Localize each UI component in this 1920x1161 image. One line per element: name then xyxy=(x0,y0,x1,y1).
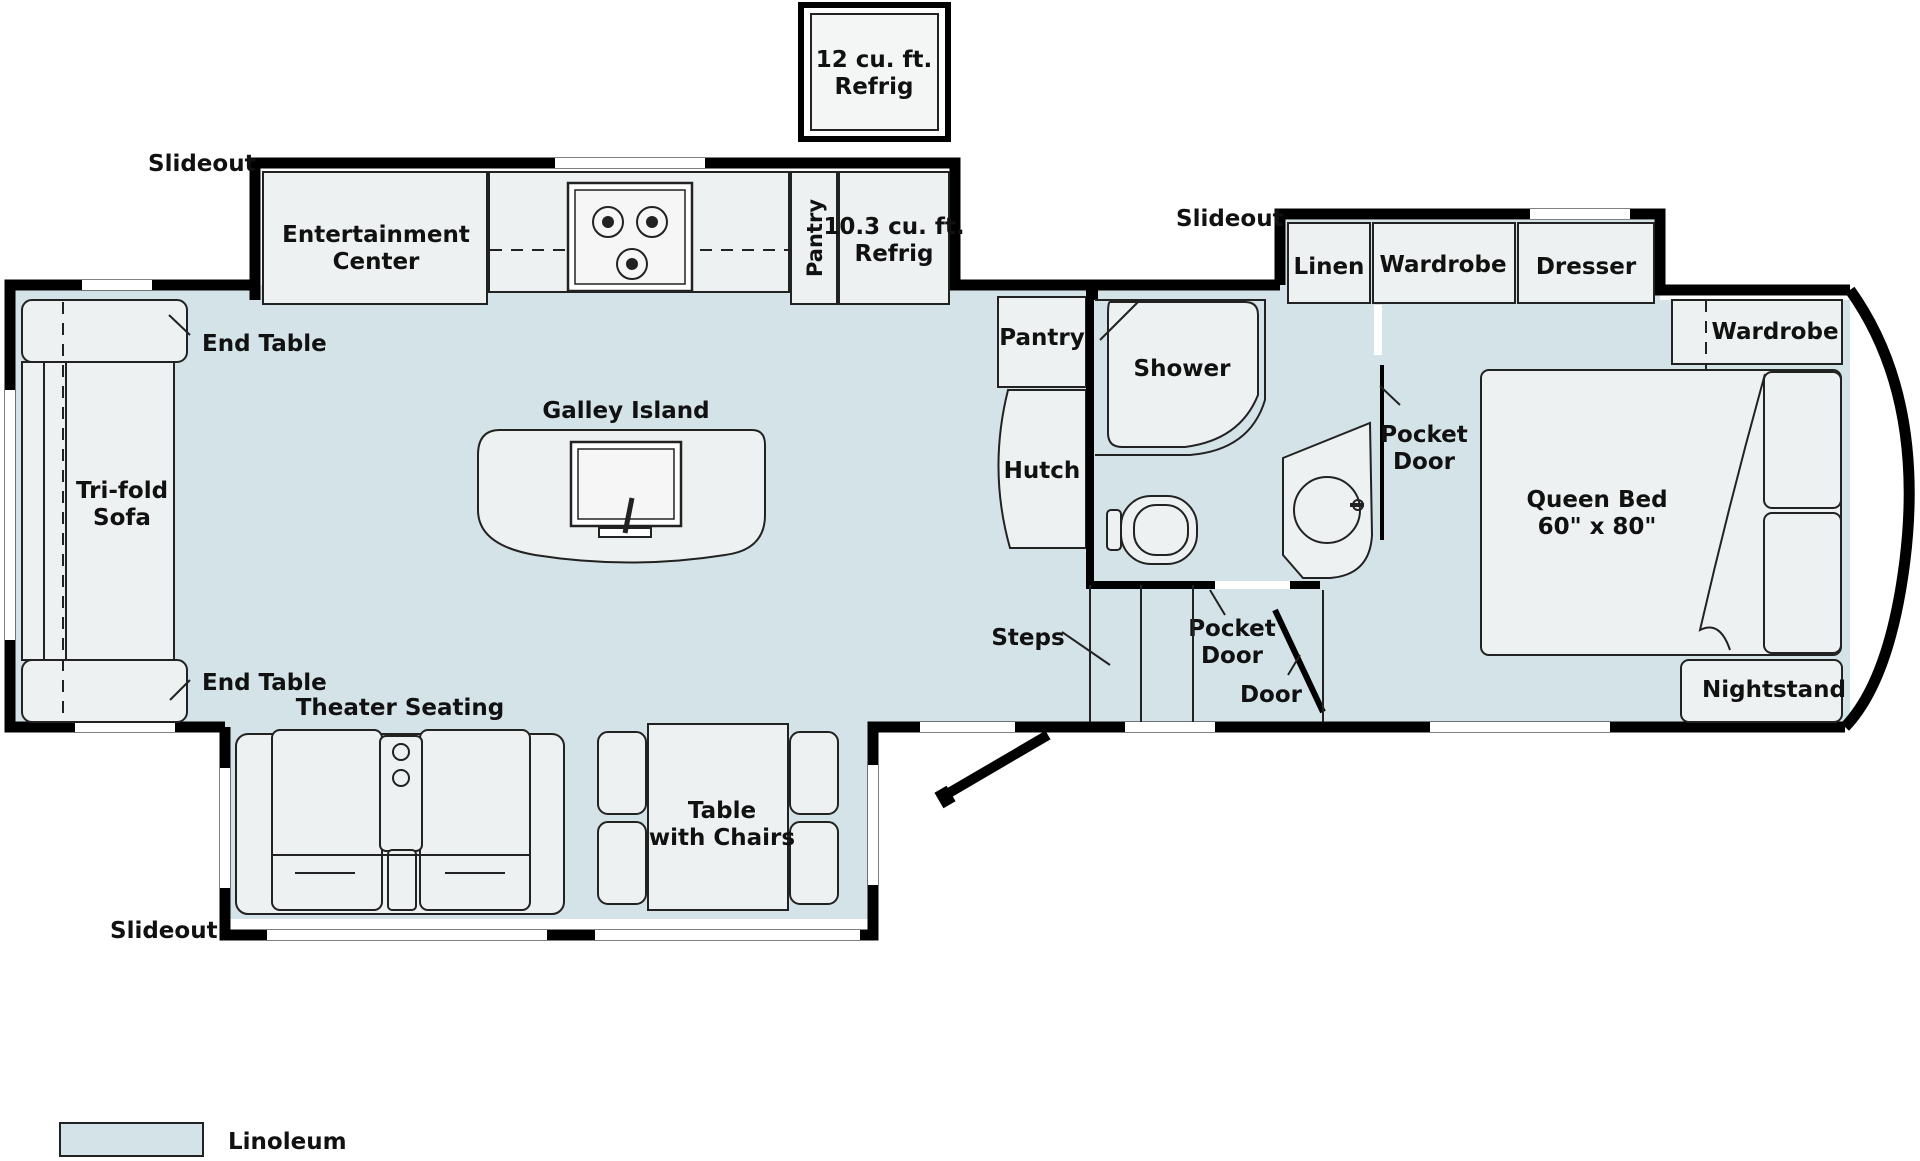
entertainment-center-line1: Entertainment xyxy=(282,222,470,248)
entry-door[interactable] xyxy=(939,730,1051,802)
steps: Steps xyxy=(991,585,1194,722)
wall-bath-slideout xyxy=(1274,208,1850,296)
pocket-door-bottom-line2: Door xyxy=(1201,643,1264,669)
pocket-door-top-line2: Door xyxy=(1393,449,1456,475)
nightstand: Nightstand xyxy=(1680,659,1846,723)
linen-label: Linen xyxy=(1294,254,1365,280)
queen-bed-line2: 60" x 80" xyxy=(1538,514,1657,540)
pantry-label: Pantry xyxy=(999,325,1084,351)
queen-bed-line1: Queen Bed xyxy=(1526,487,1667,513)
legend-label-linoleum: Linoleum xyxy=(228,1129,347,1155)
refrig-outside-line2: Refrig xyxy=(834,74,913,100)
hutch-label: Hutch xyxy=(1004,458,1081,484)
outside-refrigerator: 12 cu. ft. Refrig xyxy=(798,2,951,142)
toilet-icon xyxy=(1106,495,1198,565)
slideout-top-right-label: Slideout xyxy=(1176,206,1284,232)
refrig-inside-line2: Refrig xyxy=(854,241,933,267)
table-line2: with Chairs xyxy=(649,825,795,851)
table-with-chairs: Table with Chairs xyxy=(597,723,839,911)
theater-seating-label: Theater Seating xyxy=(296,695,505,721)
bathroom: Shower xyxy=(1086,290,1384,589)
tri-fold-sofa: Tri-fold Sofa xyxy=(21,299,188,723)
pocket-door-bottom-line1: Pocket xyxy=(1188,616,1276,642)
entry-door-end xyxy=(934,785,956,809)
wall-top-slideout xyxy=(249,157,1280,300)
steps-label: Steps xyxy=(991,625,1064,651)
galley-counter: Entertainment Center Pantry 10.3 cu. ft.… xyxy=(262,171,965,305)
wall-front-cap xyxy=(1840,286,1915,731)
refrig-outside-line1: 12 cu. ft. xyxy=(816,47,933,73)
wardrobe-front-label: Wardrobe xyxy=(1711,319,1838,345)
vanity-sink-icon xyxy=(1282,421,1374,579)
entertainment-center-line2: Center xyxy=(333,249,420,275)
dresser-label: Dresser xyxy=(1536,254,1637,280)
pantry-vertical-label: Pantry xyxy=(803,199,827,277)
legend: Linoleum xyxy=(59,1122,347,1157)
sofa-line1: Tri-fold xyxy=(76,478,168,504)
wardrobe-slide-label: Wardrobe xyxy=(1379,252,1506,278)
galley-island-label: Galley Island xyxy=(542,398,709,424)
theater-seating: Theater Seating xyxy=(235,695,565,915)
end-table-bottom-label: End Table xyxy=(202,670,327,696)
windows xyxy=(5,158,1630,940)
refrig-inside-line1: 10.3 cu. ft. xyxy=(823,214,964,240)
galley-island: Galley Island xyxy=(477,398,766,564)
sofa-line2: Sofa xyxy=(93,505,151,531)
cooktop-icon xyxy=(566,181,694,293)
queen-bed: Queen Bed 60" x 80" xyxy=(1480,369,1842,656)
legend-swatch-linoleum xyxy=(59,1122,204,1157)
table-line1: Table xyxy=(688,798,756,824)
bedroom-door[interactable] xyxy=(1272,608,1326,714)
nightstand-label: Nightstand xyxy=(1702,677,1846,703)
slideout-bottom-label: Slideout xyxy=(110,918,218,944)
door-label: Door xyxy=(1240,682,1303,708)
shower-label: Shower xyxy=(1134,356,1232,382)
pocket-door-top-line1: Pocket xyxy=(1380,422,1468,448)
slideout-top-left-label: Slideout xyxy=(148,151,256,177)
pantry-hutch: Pantry Hutch xyxy=(997,296,1087,549)
end-table-top-label: End Table xyxy=(202,331,327,357)
